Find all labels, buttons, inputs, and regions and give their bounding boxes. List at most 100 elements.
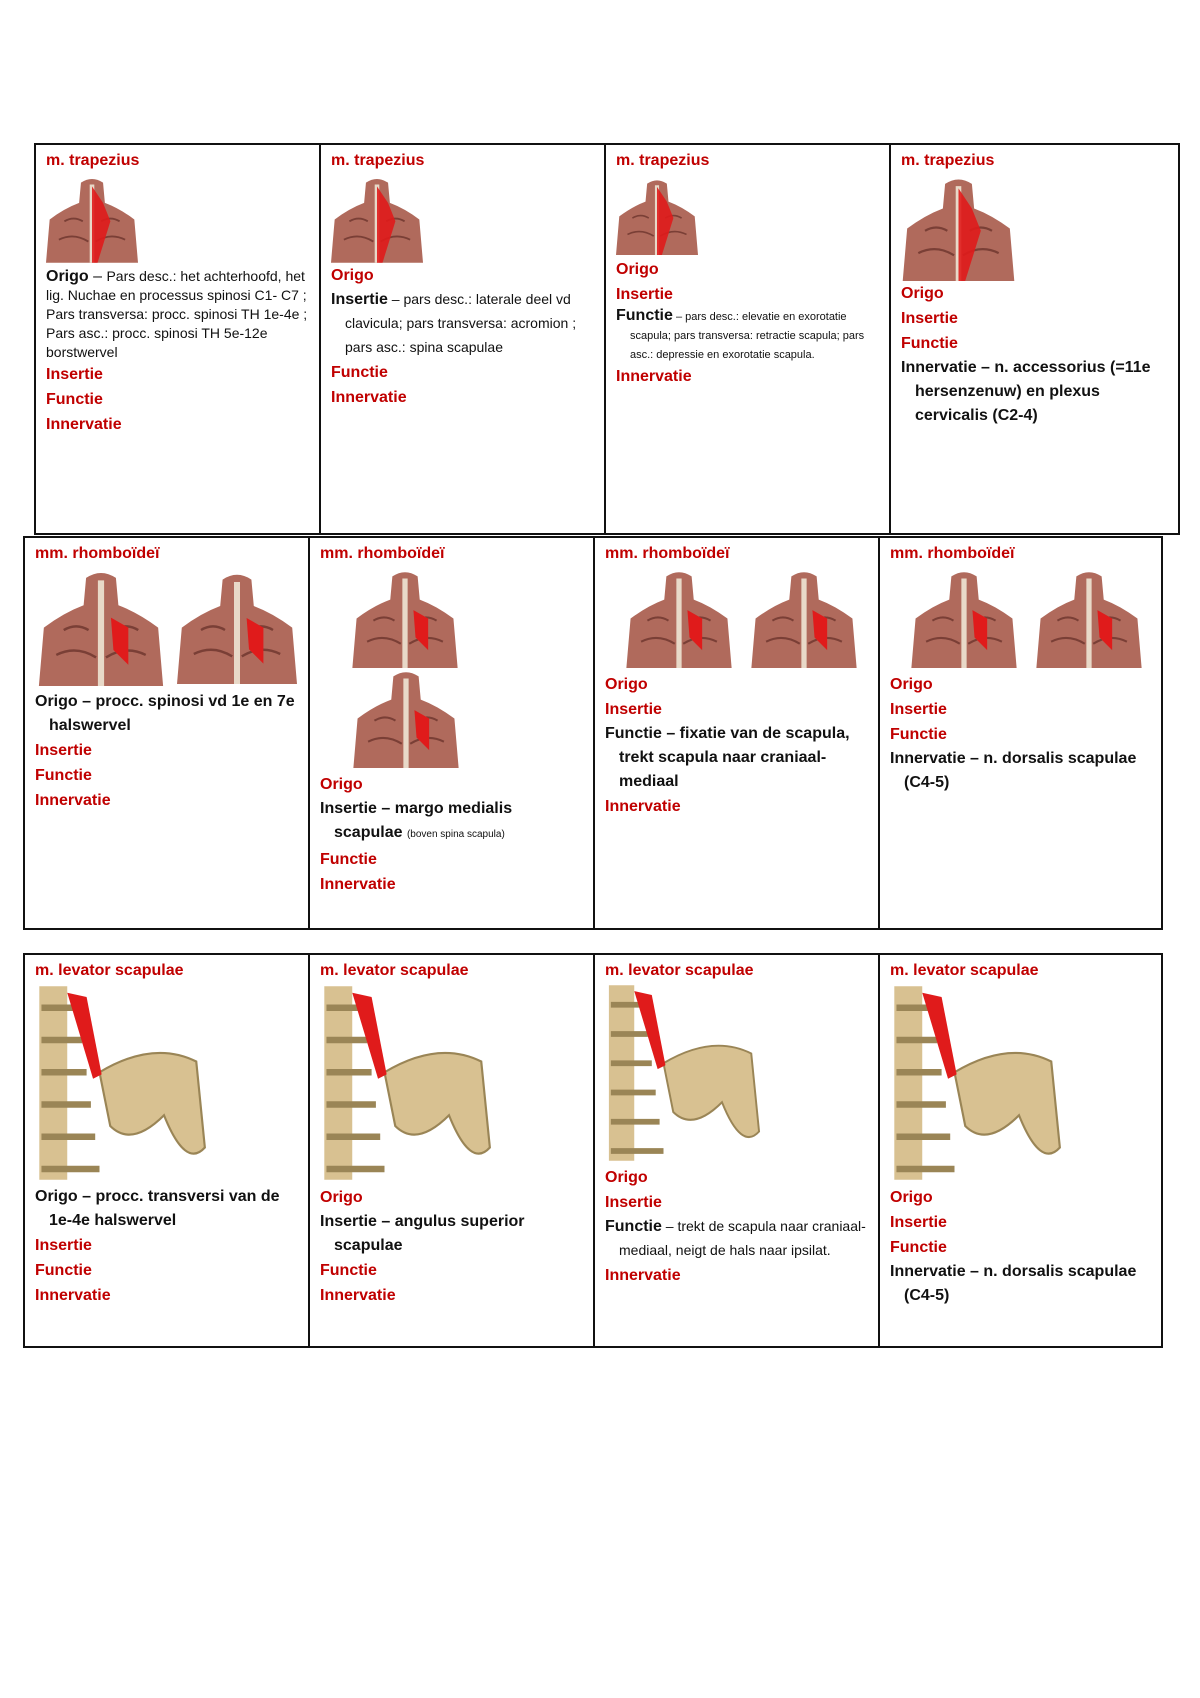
origo-value: Pars desc.: het achterhoofd, het lig. Nu… [46,268,308,360]
insertie-note: (boven spina scapula) [406,829,505,840]
innervatie-label: Innervatie [890,1263,966,1280]
levator-scapulae-illustration [890,985,1062,1181]
innervatie-label: Innervatie [46,416,122,433]
origo-label: Origo [890,676,933,693]
insertie-label: Insertie [890,1214,947,1231]
functie-value: – fixatie van de scapula, trekt scapula … [619,725,850,790]
card-title: m. trapezius [616,152,710,169]
origo-label: Origo [605,676,648,693]
functie-label: Functie [46,391,103,408]
insertie-label: Insertie [605,701,662,718]
rhomboidei-illustration [35,568,167,686]
insertie-line: Insertie – angulus superior scapulae [320,1210,583,1258]
origo-line: Origo – procc. spinosi vd 1e en 7e halsw… [35,690,298,738]
card-rhomboidei-innervatie: mm. rhomboïdeï Origo Insertie Functie In… [880,538,1161,928]
functie-line: Functie – fixatie van de scapula, trekt … [605,722,868,794]
card-title: m. trapezius [901,152,995,169]
innervatie-label: Innervatie [320,876,396,893]
insertie-label: Insertie [35,1237,92,1254]
card-title: mm. rhomboïdeï [605,545,730,562]
card-trapezius-functie: m. trapezius Origo Insertie Functie – pa… [606,145,891,533]
origo-line: Origo – procc. transversi van de 1e-4e h… [35,1185,298,1233]
card-rhomboidei-functie: mm. rhomboïdeï Origo Insertie Functie – … [595,538,880,928]
card-rhomboidei-origo: mm. rhomboïdeï Origo – procc. spinosi vd… [25,538,310,928]
card-trapezius-origo: m. trapezius Origo – Pars desc.: het ach… [36,145,321,533]
dash: – [88,268,107,285]
insertie-label: Insertie [331,291,388,308]
origo-label: Origo [605,1169,648,1186]
card-trapezius-innervatie: m. trapezius Origo Insertie Functie Inne… [891,145,1178,533]
origo-label: Origo [901,285,944,302]
card-rhomboidei-insertie: mm. rhomboïdeï Origo Insertie – margo me… [310,538,595,928]
insertie-value: – angulus superior scapulae [334,1213,525,1254]
card-title: m. levator scapulae [890,962,1039,979]
levator-scapulae-row: m. levator scapulae Origo – procc. trans… [23,953,1163,1348]
functie-label: Functie [320,1262,377,1279]
insertie-label: Insertie [46,366,103,383]
rhomboidei-illustration [177,568,297,686]
insertie-label: Insertie [901,310,958,327]
innervatie-line: Innervatie – n. dorsalis scapulae (C4-5) [890,747,1151,795]
trapezius-row: m. trapezius Origo – Pars desc.: het ach… [34,143,1180,535]
innervatie-label: Innervatie [901,359,977,376]
rhomboidei-illustration [749,568,859,668]
rhomboidei-illustration [619,568,739,668]
levator-scapulae-illustration [35,985,207,1181]
innervatie-label: Innervatie [35,1287,111,1304]
card-title: m. levator scapulae [320,962,469,979]
origo-label: Origo [35,1188,78,1205]
functie-value: – pars desc.: elevatie en exorotatie sca… [630,311,865,361]
origo-label: Origo [46,268,89,285]
origo-value: – procc. spinosi vd 1e en 7e halswervel [49,693,295,734]
innervatie-value: – n. accessorius (=11e hersenzenuw) en p… [915,359,1151,424]
insertie-label: Insertie [320,800,377,817]
innervatie-label: Innervatie [331,389,407,406]
illustration-pair [619,568,868,668]
insertie-value: – margo medialis scapulae [334,800,513,841]
innervatie-value: – n. dorsalis scapulae (C4-5) [904,1263,1137,1304]
card-levator-innervatie: m. levator scapulae Origo Insertie Funct… [880,955,1161,1346]
functie-line: Functie – pars desc.: elevatie en exorot… [616,307,879,364]
insertie-line: Insertie – pars desc.: laterale deel vd … [331,288,594,360]
origo-label: Origo [320,1189,363,1206]
functie-label: Functie [331,364,388,381]
innervatie-label: Innervatie [890,750,966,767]
functie-line: Functie – trekt de scapula naar craniaal… [605,1215,868,1263]
origo-label: Origo [35,693,78,710]
origo-line: Origo – Pars desc.: het achterhoofd, het… [46,267,309,362]
trapezius-illustration [901,175,1016,281]
functie-label: Functie [890,726,947,743]
origo-value: – procc. transversi van de 1e-4e halswer… [49,1188,280,1229]
card-title: m. levator scapulae [605,962,754,979]
origo-label: Origo [616,261,659,278]
trapezius-illustration [616,175,698,257]
innervatie-label: Innervatie [616,368,692,385]
trapezius-illustration [331,175,423,263]
illustration-pair [35,568,298,686]
card-title: mm. rhomboïdeï [35,545,160,562]
insertie-label: Insertie [320,1213,377,1230]
illustration-pair [904,568,1151,668]
rhomboidei-illustration [340,568,470,668]
functie-label: Functie [320,851,377,868]
insertie-value: – pars desc.: laterale deel vd clavicula… [345,291,577,355]
innervatie-line: Innervatie – n. accessorius (=11e hersen… [901,356,1168,428]
card-title: mm. rhomboïdeï [890,545,1015,562]
functie-label: Functie [901,335,958,352]
innervatie-value: – n. dorsalis scapulae (C4-5) [904,750,1137,791]
functie-label: Functie [605,1218,662,1235]
functie-label: Functie [605,725,662,742]
functie-label: Functie [35,767,92,784]
origo-label: Origo [320,776,363,793]
levator-scapulae-illustration [605,985,761,1161]
innervatie-label: Innervatie [320,1287,396,1304]
functie-value: – trekt de scapula naar craniaal-mediaal… [619,1218,866,1258]
insertie-line: Insertie – margo medialis scapulae (bove… [320,797,583,847]
innervatie-label: Innervatie [605,1267,681,1284]
card-levator-origo: m. levator scapulae Origo – procc. trans… [25,955,310,1346]
card-title: m. trapezius [331,152,425,169]
insertie-label: Insertie [890,701,947,718]
rhomboidei-illustration [346,668,466,768]
card-trapezius-insertie: m. trapezius Origo Insertie – pars desc.… [321,145,606,533]
functie-label: Functie [890,1239,947,1256]
